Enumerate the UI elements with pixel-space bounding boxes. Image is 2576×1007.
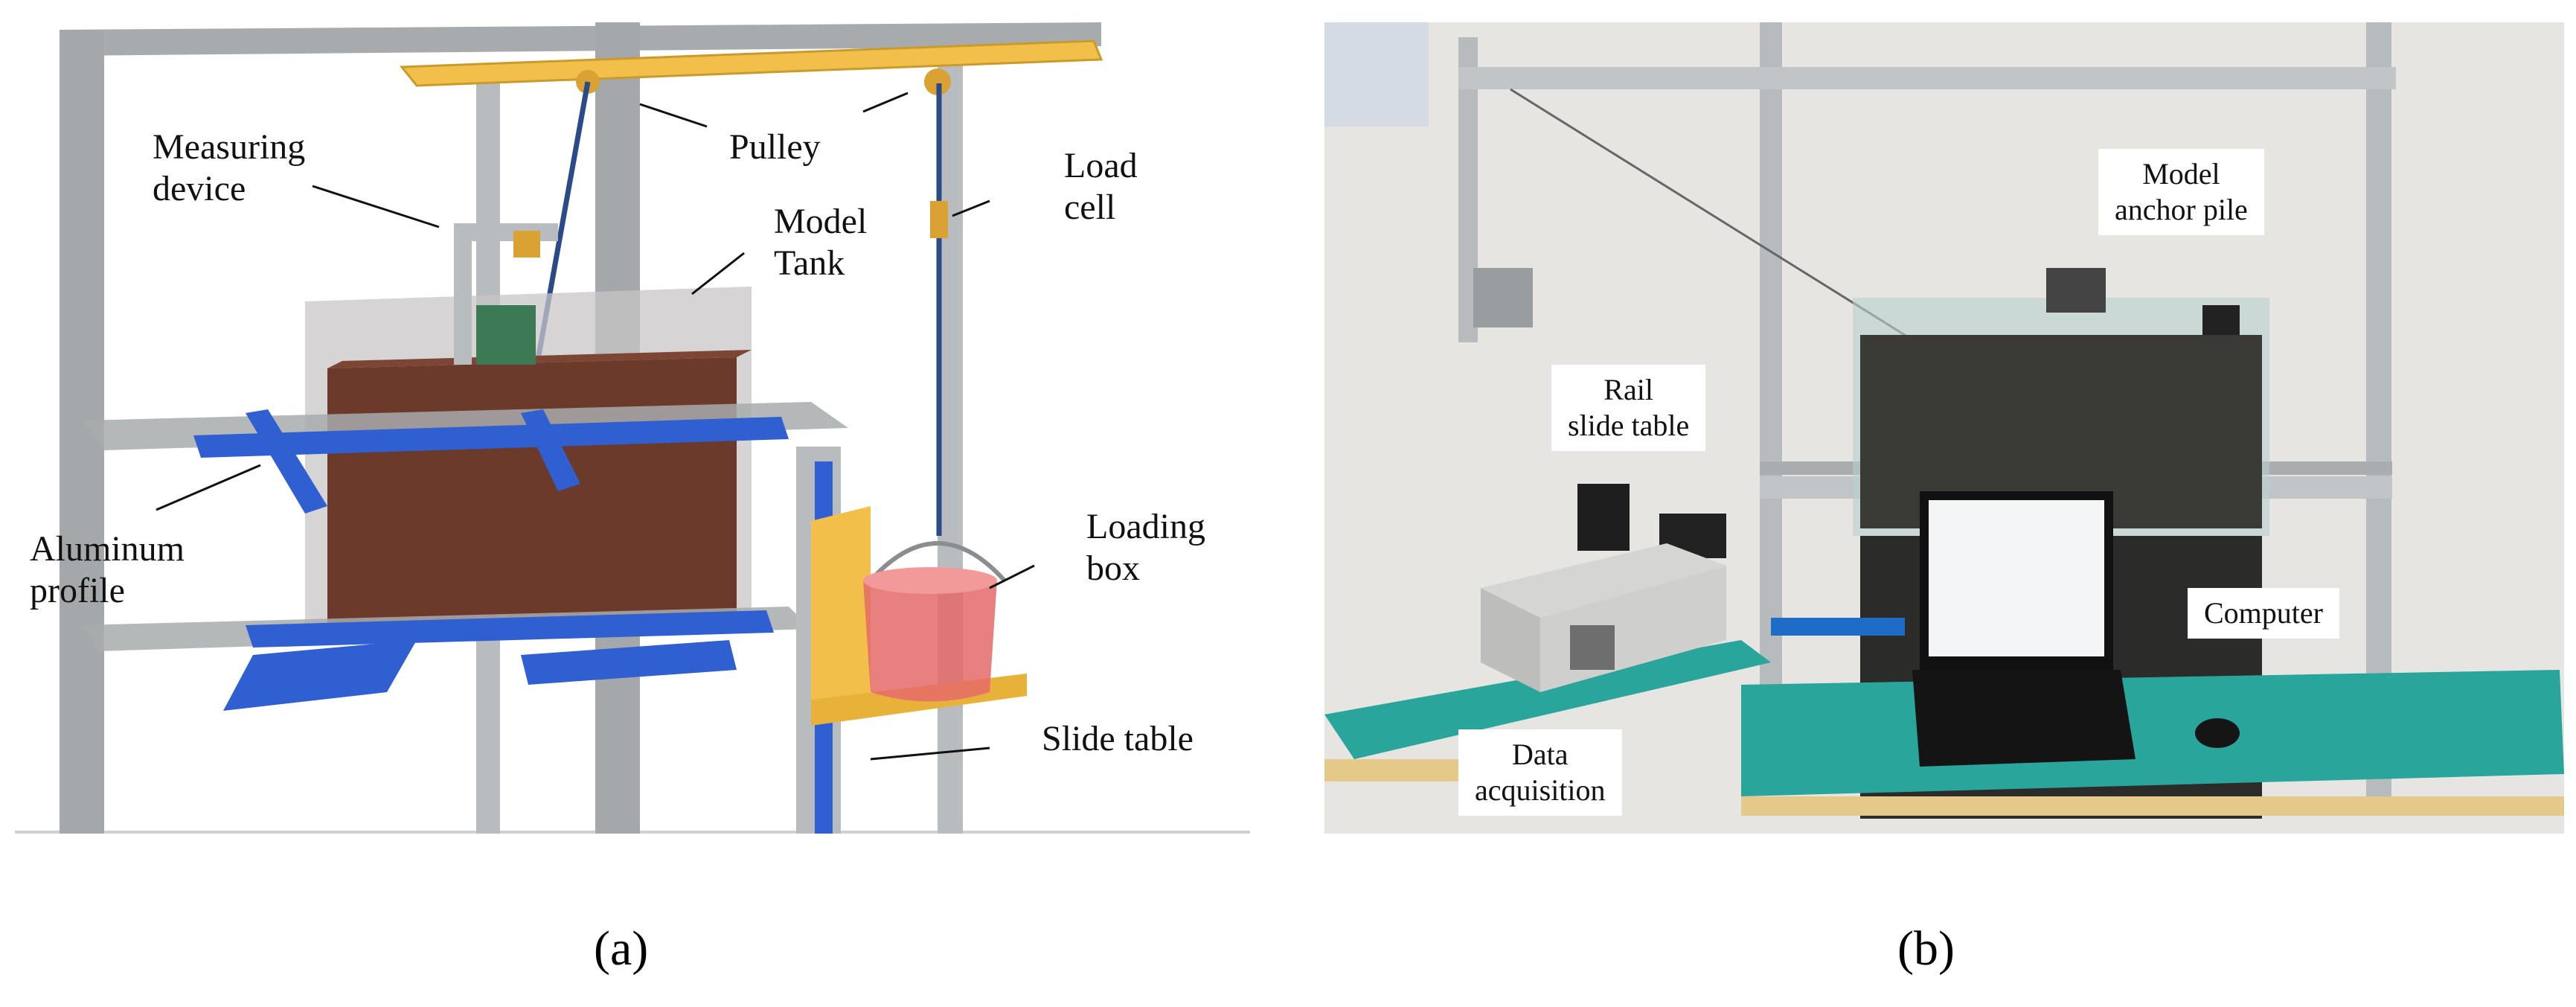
label-measuring-device: Measuring device xyxy=(153,127,306,208)
blue-beam-front xyxy=(193,417,789,458)
top-beam-back xyxy=(60,22,1101,56)
lab-photo-illustration xyxy=(1324,22,2564,834)
load-cell-body xyxy=(930,201,948,238)
tank-soil xyxy=(327,357,737,636)
frame-top-beam xyxy=(1458,67,2396,89)
label-aluminum-profile: Aluminum profile xyxy=(30,529,185,610)
panel-a-model-rendering: Measuring device Pulley Load cell Model … xyxy=(0,0,1257,837)
panel-b-lab-photo: Model anchor pile Rail slide table Compu… xyxy=(1324,22,2564,834)
laptop-screen xyxy=(1929,500,2104,656)
label-computer: Computer xyxy=(2188,588,2339,639)
mouse xyxy=(2195,718,2240,748)
label-model-tank: Model Tank xyxy=(774,202,868,283)
caption-b: (b) xyxy=(1897,921,1955,976)
table-left xyxy=(1324,640,1771,759)
frame-post-mid xyxy=(1760,22,1782,692)
rail-motor xyxy=(1577,484,1630,551)
sensor-cables xyxy=(1771,618,1905,636)
pulley-hanger xyxy=(1473,268,1533,327)
label-pulley: Pulley xyxy=(729,127,821,167)
wall-poster xyxy=(1324,22,1429,127)
laptop-base xyxy=(1912,670,2136,767)
label-slide-table: Slide table xyxy=(1042,719,1194,758)
caption-a: (a) xyxy=(594,921,649,976)
pulley-beam xyxy=(399,39,1103,87)
label-load-cell: Load cell xyxy=(1064,146,1138,227)
slide-plate xyxy=(811,506,871,722)
loading-box-bucket xyxy=(863,581,997,702)
label-rail-slide-table: Rail slide table xyxy=(1551,365,1706,451)
label-data-acquisition: Data acquisition xyxy=(1458,729,1622,816)
anchor-pile-fixture xyxy=(2046,268,2106,313)
model-rendering-illustration xyxy=(15,22,1250,834)
label-model-anchor-pile: Model anchor pile xyxy=(2098,149,2264,235)
blue-beam-lower xyxy=(246,610,774,648)
label-loading-box: Loading box xyxy=(1086,507,1205,588)
measuring-device-sensor xyxy=(476,305,536,365)
pulley-right xyxy=(924,68,951,95)
daq-box-top xyxy=(1481,543,1726,618)
